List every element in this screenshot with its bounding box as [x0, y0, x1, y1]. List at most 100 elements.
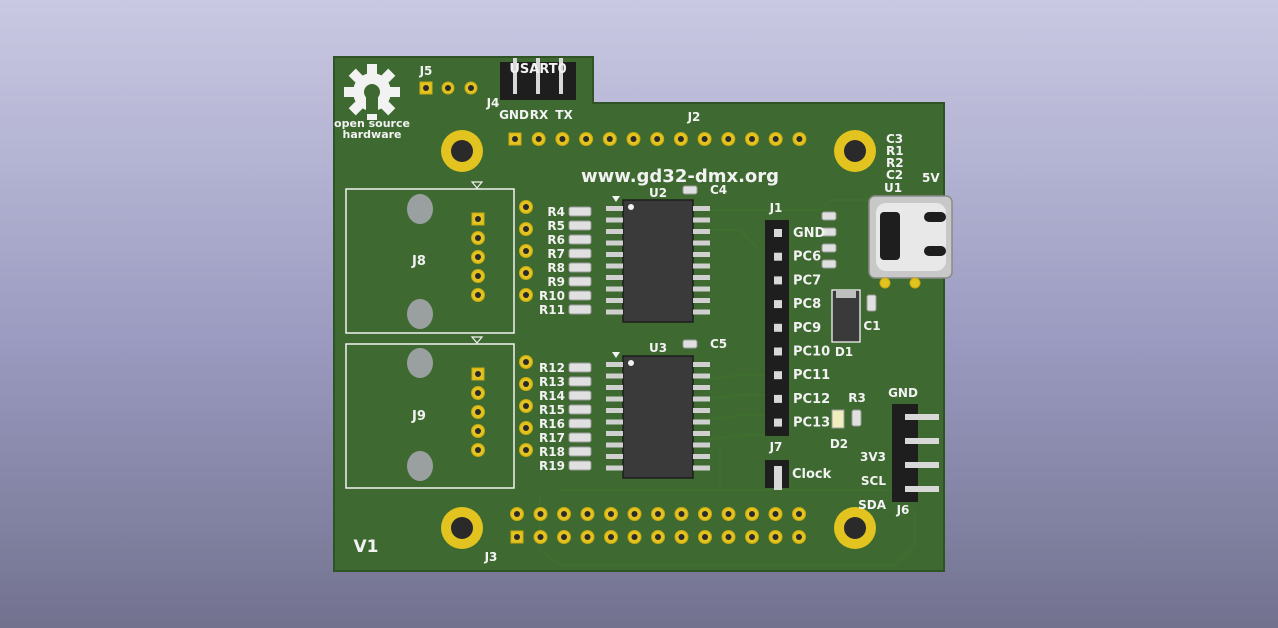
board-traces — [539, 199, 916, 566]
resistor-r3: R3 — [848, 391, 866, 427]
ref-j1: J1 — [769, 201, 783, 215]
resistor-body — [568, 362, 592, 373]
ref-d2: D2 — [830, 437, 848, 451]
ref-j7: J7 — [769, 440, 783, 454]
j1-pin-label: PC8 — [793, 297, 821, 312]
resistor-body — [568, 234, 592, 245]
resistor-body — [568, 460, 592, 471]
url-silkscreen: www.gd32-dmx.org — [581, 166, 779, 187]
j1-pin-label: PC13 — [793, 416, 830, 431]
usb-passives — [682, 185, 837, 349]
ref-u1: U1 — [884, 181, 902, 195]
connector-j2: J2 — [508, 110, 807, 146]
j1-pin-label: PC12 — [793, 392, 830, 407]
resistor-ref: R14 — [539, 389, 565, 403]
resistor-ref: R7 — [547, 247, 565, 261]
resistor-ref: R8 — [547, 261, 565, 275]
rj45-j9: J9 — [345, 336, 515, 489]
ref-r2: R2 — [886, 156, 904, 170]
connector-j3: J3 — [484, 507, 806, 564]
oshw-gear-icon — [344, 64, 400, 120]
ref-j2: J2 — [687, 110, 701, 124]
resistor-body — [568, 220, 592, 231]
ref-c2: C2 — [886, 168, 903, 182]
rj45-j8: J8 — [345, 181, 515, 334]
ref-j9: J9 — [411, 409, 426, 424]
ref-j5: J5 — [419, 64, 433, 78]
mounting-holes — [441, 130, 876, 549]
mounting-hole — [441, 130, 483, 172]
ic-u2 — [612, 196, 694, 323]
ref-c1: C1 — [863, 319, 880, 333]
resistor-body — [568, 248, 592, 259]
ref-d1: D1 — [835, 345, 853, 359]
ref-j8: J8 — [411, 254, 426, 269]
connector-j5: J5 — [419, 64, 478, 95]
resistor-body — [568, 432, 592, 443]
resistor-ref: R6 — [547, 233, 565, 247]
resistor-body — [568, 206, 592, 217]
resistor-body — [568, 446, 592, 457]
resistor-body — [568, 404, 592, 415]
ref-c3: C3 — [886, 132, 903, 146]
resistor-body — [568, 418, 592, 429]
capacitor-c1: C1 — [863, 294, 881, 333]
j1-pin-label: PC10 — [793, 345, 830, 360]
power-label: 5V — [922, 171, 940, 185]
resistor-body — [568, 304, 592, 315]
ref-j3: J3 — [484, 550, 498, 564]
mounting-hole — [834, 130, 876, 172]
usart-rx-label: RX — [530, 108, 549, 122]
ref-stack-right: C3 R1 R2 C2 U1 5V — [884, 132, 940, 195]
j1-pin-label: PC6 — [793, 250, 821, 265]
j1-pin-label: PC11 — [793, 368, 830, 383]
oshw-logo: open source hardware — [334, 64, 410, 141]
version-label: V1 — [354, 537, 379, 557]
ref-u2: U2 — [649, 186, 667, 200]
usart-tx-label: TX — [555, 108, 573, 122]
resistor-ref: R17 — [539, 431, 565, 445]
j6-pin-label: SDA — [858, 498, 887, 512]
connector-j4-usart: USART0 J4 GND RX TX — [486, 58, 576, 122]
ref-c4: C4 — [710, 183, 727, 197]
ref-j6: J6 — [896, 503, 910, 517]
clock-label: Clock — [792, 467, 832, 482]
ref-j4: J4 — [486, 96, 500, 110]
j6-pin-label: SCL — [861, 474, 886, 488]
ref-r3: R3 — [848, 391, 866, 405]
resistor-body — [568, 290, 592, 301]
usb-c-connector — [868, 195, 953, 289]
j6-pin-label: 3V3 — [860, 450, 886, 464]
led-d2: D2 — [830, 409, 848, 451]
resistor-body — [568, 262, 592, 273]
diode-d1: D1 — [831, 289, 861, 359]
resistor-ref: R11 — [539, 303, 565, 317]
ic-pins — [606, 206, 710, 471]
resistor-body — [568, 376, 592, 387]
j1-pin-label: GND — [793, 226, 826, 241]
logo-line2: hardware — [342, 128, 401, 141]
mounting-hole — [441, 507, 483, 549]
ref-u3: U3 — [649, 341, 667, 355]
resistor-body — [568, 390, 592, 401]
j6-pin-label: GND — [888, 386, 918, 400]
resistor-ref: R13 — [539, 375, 565, 389]
logo-line1: open source — [334, 117, 410, 130]
resistor-ref: R5 — [547, 219, 565, 233]
resistor-ref: R9 — [547, 275, 565, 289]
resistor-ref: R12 — [539, 361, 565, 375]
resistor-ref: R18 — [539, 445, 565, 459]
resistor-body — [568, 276, 592, 287]
resistor-ref: R4 — [547, 205, 565, 219]
usart-title: USART0 — [509, 62, 566, 77]
j1-pin-label: PC7 — [793, 273, 821, 288]
resistor-ref: R16 — [539, 417, 565, 431]
mounting-hole — [834, 507, 876, 549]
ref-c5: C5 — [710, 337, 727, 351]
usart-gnd-label: GND — [499, 108, 529, 122]
